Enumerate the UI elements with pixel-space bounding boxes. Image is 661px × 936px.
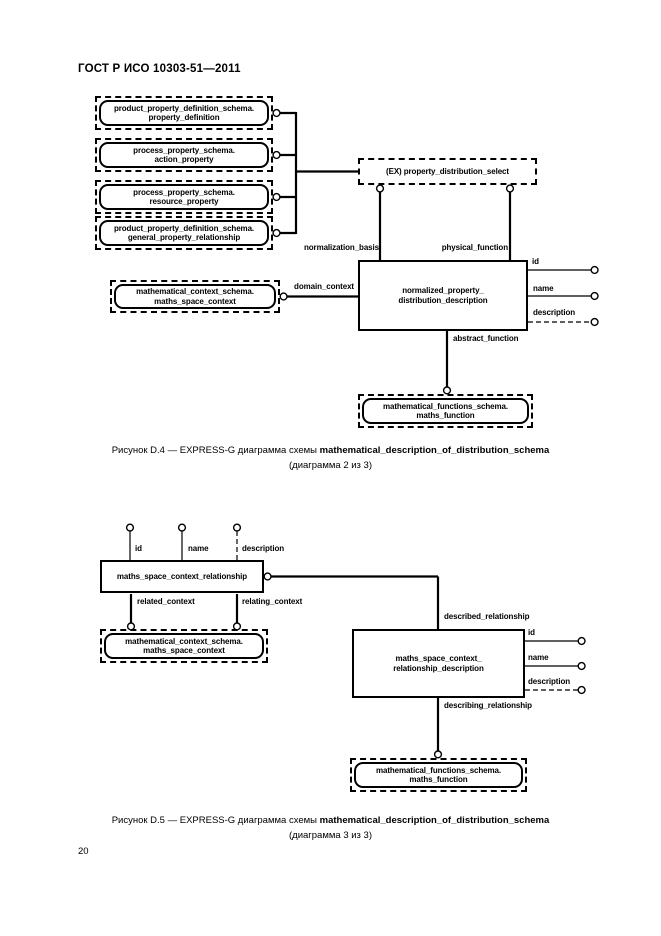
standard-header: ГОСТ Р ИСО 10303-51—2011 bbox=[78, 63, 241, 75]
attr-label-description: description bbox=[242, 544, 285, 553]
attr-label-name: name bbox=[533, 284, 554, 293]
attr-label-id: id bbox=[135, 544, 142, 553]
attr-label-domain-context: domain_context bbox=[294, 282, 354, 291]
attr-label-relating-context: relating_context bbox=[242, 597, 303, 606]
attr-label-related-context: related_context bbox=[137, 597, 195, 606]
ref-box-general-property-relationship: product_property_definition_schema. gene… bbox=[95, 216, 273, 250]
ref-box-label: mathematical_context_schema. maths_space… bbox=[114, 284, 276, 309]
caption-figure-d5: Рисунок D.5 — EXPRESS-G диаграмма схемы … bbox=[0, 814, 661, 843]
entity-box-maths-space-context-relationship: maths_space_context_relationship bbox=[100, 560, 264, 593]
attr-label-name: name bbox=[188, 544, 209, 553]
attr-label-describing-relationship: describing_relationship bbox=[444, 701, 532, 710]
ref-box-resource-property: process_property_schema. resource_proper… bbox=[95, 180, 273, 214]
attr-label-description: description bbox=[533, 308, 576, 317]
ref-box-action-property: process_property_schema. action_property bbox=[95, 138, 273, 172]
caption-schema-name: mathematical_description_of_distribution… bbox=[319, 815, 550, 826]
ref-box-label: mathematical_functions_schema. maths_fun… bbox=[354, 762, 523, 788]
ref-box-label: mathematical_functions_schema. maths_fun… bbox=[362, 398, 529, 424]
entity-box-maths-space-context-relationship-description: maths_space_context_ relationship_descri… bbox=[352, 629, 525, 698]
attr-label-physical-function: physical_function bbox=[441, 243, 508, 252]
attr-label-normalization-basis: normalization_basis bbox=[303, 243, 379, 252]
caption-subtitle: (диаграмма 3 из 3) bbox=[289, 829, 372, 841]
ref-box-property-definition: product_property_definition_schema. prop… bbox=[95, 96, 273, 130]
ref-box-label: product_property_definition_schema. gene… bbox=[99, 220, 269, 246]
ref-box-maths-space-context: mathematical_context_schema. maths_space… bbox=[110, 280, 280, 313]
ref-box-maths-function: mathematical_functions_schema. maths_fun… bbox=[358, 394, 533, 428]
attr-label-description: description bbox=[528, 677, 571, 686]
ref-box-label: product_property_definition_schema. prop… bbox=[99, 100, 269, 126]
ref-box-label: mathematical_context_schema. maths_space… bbox=[104, 633, 264, 659]
attr-label-described-relationship: described_relationship bbox=[444, 612, 530, 621]
ref-box-maths-space-context: mathematical_context_schema. maths_space… bbox=[100, 629, 268, 663]
caption-text: Рисунок D.4 — EXPRESS-G диаграмма схемы bbox=[111, 445, 320, 456]
caption-figure-d4: Рисунок D.4 — EXPRESS-G диаграмма схемы … bbox=[0, 444, 661, 473]
attr-label-id: id bbox=[532, 257, 539, 266]
attr-label-abstract-function: abstract_function bbox=[453, 334, 519, 343]
ref-box-label: process_property_schema. action_property bbox=[99, 142, 269, 168]
entity-box-normalized-property-distribution-description: normalized_property_ distribution_descri… bbox=[358, 260, 528, 331]
caption-schema-name: mathematical_description_of_distribution… bbox=[319, 445, 550, 456]
ref-box-maths-function: mathematical_functions_schema. maths_fun… bbox=[350, 758, 527, 792]
ref-box-label: process_property_schema. resource_proper… bbox=[99, 184, 269, 210]
page-number: 20 bbox=[78, 846, 89, 857]
attr-label-name: name bbox=[528, 653, 549, 662]
attr-label-id: id bbox=[528, 628, 535, 637]
select-box-property-distribution-select: (EX) property_distribution_select bbox=[358, 158, 537, 185]
caption-text: Рисунок D.5 — EXPRESS-G диаграмма схемы bbox=[111, 815, 320, 826]
caption-subtitle: (диаграмма 2 из 3) bbox=[289, 459, 372, 471]
